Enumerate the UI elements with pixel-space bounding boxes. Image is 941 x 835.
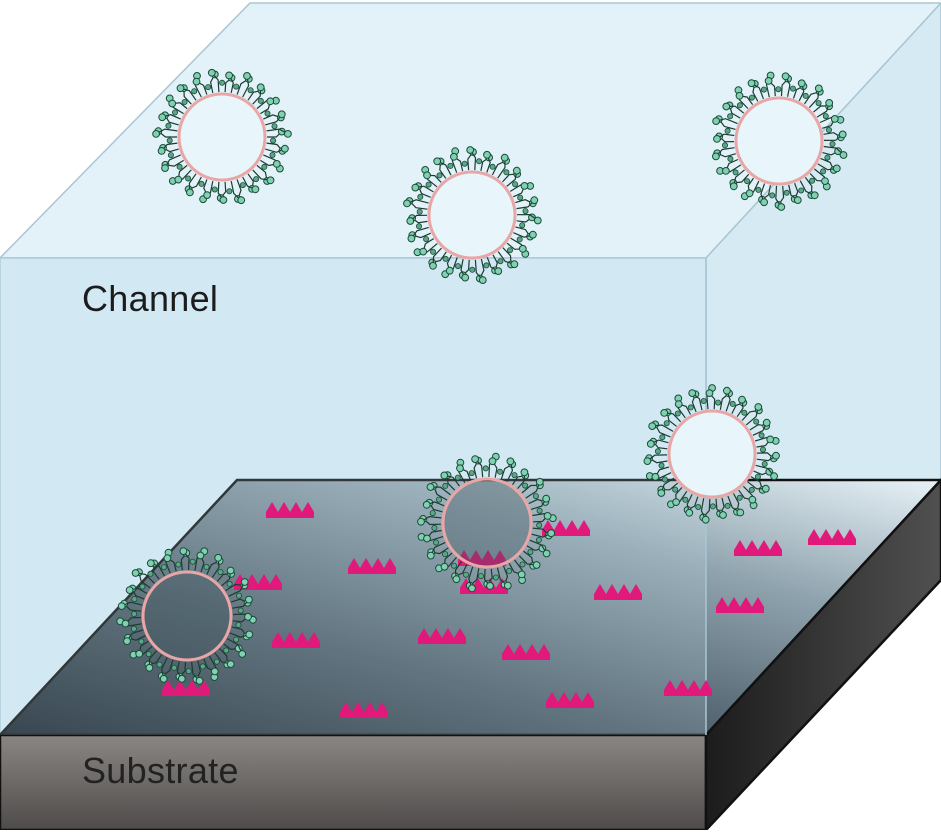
channel-overlay (0, 258, 706, 735)
receptor-icon (272, 632, 320, 648)
vesicle-layer (116, 68, 848, 685)
substrate-side-face (704, 478, 941, 834)
receptor-icon (340, 702, 388, 718)
receptor-icon (664, 680, 712, 696)
free-vesicle (712, 71, 848, 211)
receptor-icon (716, 597, 764, 613)
free-vesicle (152, 68, 292, 205)
receptor-icon (502, 644, 550, 660)
free-vesicle (403, 146, 542, 285)
free-vesicle (643, 384, 780, 524)
receptor-icon (162, 680, 210, 696)
receptor-icon (418, 628, 466, 644)
receptor-icon (808, 529, 856, 545)
channel-label: Channel (82, 278, 219, 319)
receptor-icon (348, 558, 396, 574)
receptor-icon (546, 692, 594, 708)
substrate-label: Substrate (82, 750, 239, 791)
receptor-icon (266, 502, 314, 518)
receptor-icon (734, 540, 782, 556)
bound-vesicle (116, 547, 257, 685)
receptor-icon (458, 550, 506, 566)
receptor-icon (594, 584, 642, 600)
receptor-layer (162, 502, 856, 718)
bound-vesicle (417, 452, 557, 593)
